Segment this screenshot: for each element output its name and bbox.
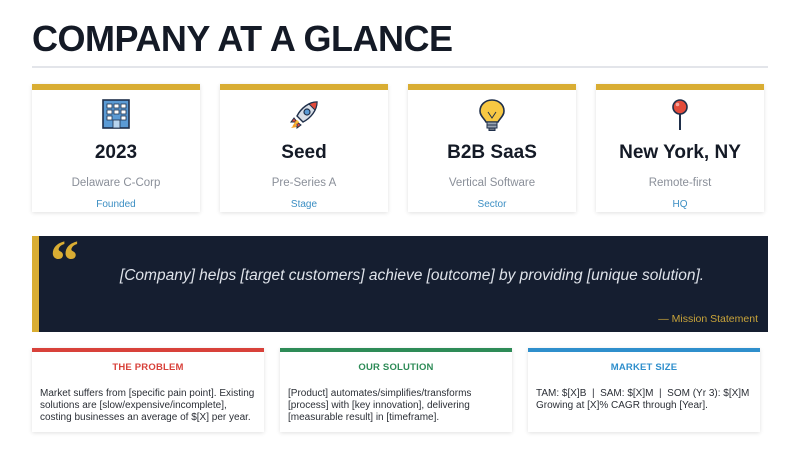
card-stage: Seed Pre-Series A Stage (220, 84, 388, 212)
office-building-icon (32, 98, 200, 132)
rocket-icon (220, 98, 388, 132)
mission-statement: [Company] helps [target customers] achie… (119, 267, 705, 284)
panel-heading: THE PROBLEM (112, 362, 184, 373)
panel-heading: OUR SOLUTION (358, 362, 434, 373)
title-divider (32, 66, 768, 68)
card-caption: Founded (96, 199, 136, 210)
card-caption: Stage (290, 199, 318, 210)
panel-body: TAM: $[X]B | SAM: $[X]M | SOM (Yr 3): $[… (536, 388, 752, 412)
pushpin-icon (596, 98, 764, 132)
market-figures: TAM: $[X]B | SAM: $[X]M | SOM (Yr 3): $[… (536, 388, 750, 399)
card-sector: B2B SaaS Vertical Software Sector (408, 84, 576, 212)
market-panel: MARKET SIZE TAM: $[X]B | SAM: $[X]M | SO… (528, 348, 760, 432)
card-subtitle: Pre-Series A (271, 177, 337, 189)
card-value: B2B SaaS (447, 142, 537, 163)
panel-heading: MARKET SIZE (610, 362, 678, 373)
panel-body: [Product] automates/simplifies/transform… (288, 388, 472, 423)
mission-accent-bar (32, 236, 39, 332)
market-growth: Growing at [X]% CAGR through [Year]. (536, 400, 708, 411)
problem-panel: THE PROBLEM Market suffers from [specifi… (32, 348, 264, 432)
card-value: Seed (281, 142, 327, 163)
card-value: New York, NY (619, 142, 741, 163)
card-subtitle: Vertical Software (448, 177, 536, 189)
card-caption: Sector (477, 199, 507, 210)
card-caption: HQ (672, 199, 688, 210)
card-founded: 2023 Delaware C-Corp Founded (32, 84, 200, 212)
quote-mark-icon: “ (50, 228, 79, 293)
card-subtitle: Remote-first (648, 177, 712, 189)
mission-attribution: — Mission Statement (658, 313, 758, 325)
lightbulb-icon (408, 98, 576, 132)
page-title: COMPANY AT A GLANCE (32, 18, 453, 59)
panel-body: Market suffers from [specific pain point… (40, 388, 255, 423)
card-value: 2023 (94, 142, 138, 163)
card-hq: New York, NY Remote-first HQ (596, 84, 764, 212)
solution-panel: OUR SOLUTION [Product] automates/simplif… (280, 348, 512, 432)
card-subtitle: Delaware C-Corp (71, 177, 161, 189)
mission-banner: “ [Company] helps [target customers] ach… (32, 232, 768, 332)
